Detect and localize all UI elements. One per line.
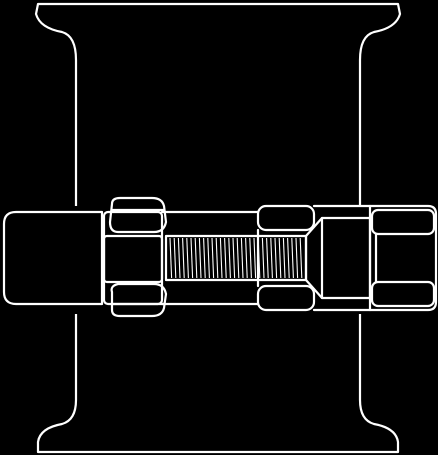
thread-line	[228, 237, 231, 279]
thread-line	[249, 237, 252, 279]
thread-line	[287, 237, 290, 279]
thread-line	[186, 237, 189, 279]
nut-upper	[108, 196, 168, 234]
thread-line	[274, 237, 278, 279]
thread-line	[194, 237, 198, 279]
connector-body	[160, 210, 260, 306]
coupling-nut	[256, 204, 316, 312]
thread-line	[236, 237, 240, 279]
pipe-end	[2, 210, 104, 306]
threaded-rod	[164, 234, 308, 282]
thread-line	[182, 237, 185, 279]
thread-line	[291, 237, 294, 279]
thread-line	[282, 237, 286, 279]
thread-line	[198, 237, 202, 279]
thread-line	[266, 237, 269, 279]
thread-line	[211, 237, 215, 279]
thread-line	[270, 237, 273, 279]
thread-line	[169, 237, 173, 279]
thread-line	[177, 237, 181, 279]
thread-line	[278, 237, 282, 279]
thread-line	[173, 237, 177, 279]
thread-line	[261, 237, 265, 279]
thread-line	[215, 237, 219, 279]
thread-line	[203, 237, 206, 279]
thread-line	[190, 237, 194, 279]
flange-spool	[34, 2, 402, 454]
thread-line	[207, 237, 210, 279]
thread-line	[240, 237, 244, 279]
hex-fitting	[368, 204, 438, 312]
thread-line	[219, 237, 223, 279]
thread-line	[224, 237, 227, 279]
thread-line	[253, 237, 257, 279]
nut-lower	[110, 282, 168, 318]
thread-line	[299, 237, 303, 279]
thread-line	[232, 237, 236, 279]
thread-line	[295, 237, 299, 279]
thread-line	[245, 237, 248, 279]
